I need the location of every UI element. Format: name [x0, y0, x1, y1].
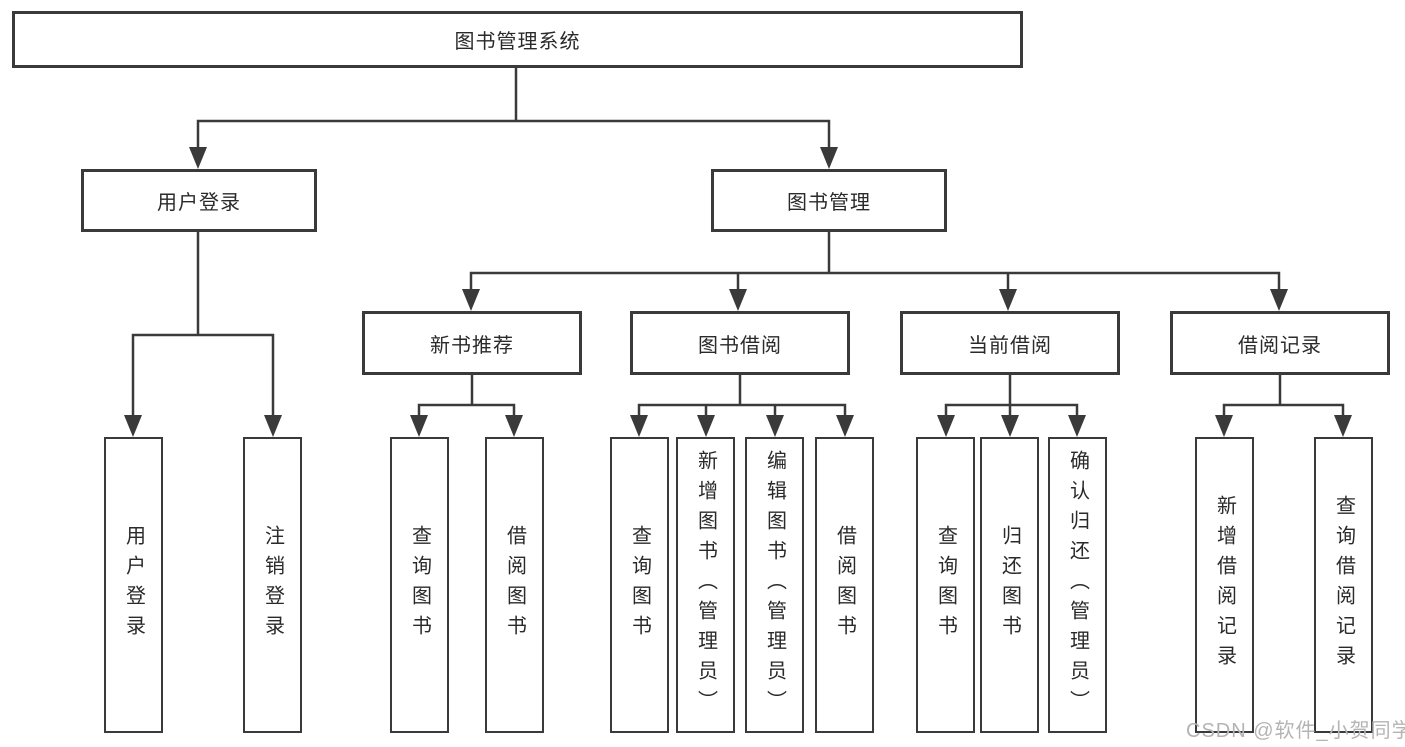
leaf-confirm-return-admin: 确认归还（管理员）	[1048, 437, 1107, 733]
node-book-borrowing: 图书借阅	[630, 311, 850, 375]
leaf-label: 查询图书	[934, 525, 957, 645]
leaf-label: 新增借阅记录	[1213, 495, 1236, 675]
node-label: 新书推荐	[430, 334, 514, 357]
leaf-label: 归还图书	[998, 525, 1021, 645]
node-label: 借阅记录	[1238, 334, 1322, 357]
node-current-borrowing: 当前借阅	[900, 311, 1120, 375]
node-book-management: 图书管理	[711, 169, 947, 232]
watermark: CSDN @软件_小贺同学	[1186, 720, 1405, 742]
node-label: 图书管理	[787, 192, 871, 214]
leaf-logout: 注销登录	[243, 437, 302, 733]
leaf-query-borrow-record: 查询借阅记录	[1314, 437, 1373, 733]
leaf-add-borrow-record: 新增借阅记录	[1195, 437, 1254, 733]
leaf-query-books-borrow: 查询图书	[610, 437, 669, 733]
leaf-label: 用户登录	[122, 525, 145, 645]
node-root: 图书管理系统	[12, 11, 1023, 68]
node-label: 用户登录	[157, 192, 241, 214]
node-label: 当前借阅	[968, 334, 1052, 357]
leaf-label: 查询图书	[408, 525, 431, 645]
leaf-label: 注销登录	[261, 525, 284, 645]
leaf-label: 借阅图书	[833, 525, 856, 645]
node-borrow-records: 借阅记录	[1170, 311, 1390, 375]
leaf-label: 编辑图书（管理员）	[763, 450, 786, 720]
leaf-add-book-admin: 新增图书（管理员）	[676, 437, 735, 733]
leaf-borrow-books-recommend: 借阅图书	[485, 437, 544, 733]
leaf-label: 确认归还（管理员）	[1066, 450, 1089, 720]
leaf-label: 新增图书（管理员）	[694, 450, 717, 720]
leaf-query-books-current: 查询图书	[916, 437, 975, 733]
node-label: 图书借阅	[698, 334, 782, 357]
leaf-user-login: 用户登录	[104, 437, 163, 733]
leaf-borrow-books: 借阅图书	[815, 437, 874, 733]
leaf-label: 借阅图书	[503, 525, 526, 645]
leaf-query-books-recommend: 查询图书	[390, 437, 449, 733]
leaf-return-books: 归还图书	[980, 437, 1039, 733]
leaf-label: 查询图书	[628, 525, 651, 645]
node-root-label: 图书管理系统	[454, 31, 581, 53]
node-new-book-recommend: 新书推荐	[362, 311, 582, 375]
leaf-label: 查询借阅记录	[1332, 495, 1355, 675]
leaf-edit-book-admin: 编辑图书（管理员）	[745, 437, 804, 733]
node-user-login: 用户登录	[81, 169, 317, 232]
